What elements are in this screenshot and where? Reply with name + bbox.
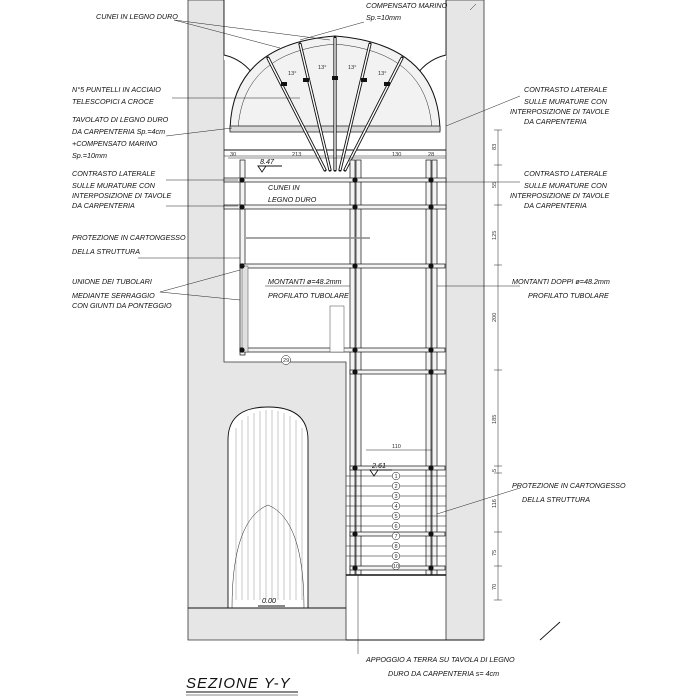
dim-v-8: 75: [492, 550, 498, 556]
dimension-lines: [228, 130, 499, 600]
label-contrasto-right-top-3: INTERPOSIZIONE DI TAVOLE: [510, 107, 610, 116]
step-7: 7: [394, 534, 397, 540]
vertical-dimensions: 83 55 125 200 185 5 116 75 70: [492, 144, 498, 590]
label-unione-1: UNIONE DEI TUBOLARI: [72, 277, 152, 286]
step-10: 10: [393, 564, 399, 570]
node-number: 29: [283, 358, 289, 364]
label-contrasto-right-mid-3: INTERPOSIZIONE DI TAVOLE: [510, 191, 610, 200]
elevation-values: 8.47 2.61 0.00: [260, 157, 386, 605]
label-protezione-right-2: DELLA STRUTTURA: [522, 495, 590, 504]
drawing-title: SEZIONE Y-Y: [186, 675, 291, 692]
label-contrasto-right-top-2: SULLE MURATURE CON: [524, 97, 608, 106]
label-appoggio-1: APPOGGIO A TERRA SU TAVOLA DI LEGNO: [365, 655, 515, 664]
label-tavolato-3: +COMPENSATO MARINO: [72, 139, 158, 148]
label-puntelli-1: N°5 PUNTELLI IN ACCIAIO: [72, 85, 161, 94]
dim-h-3: 130: [392, 152, 401, 158]
angle-3: 13°: [348, 65, 356, 71]
step-4: 4: [394, 504, 397, 510]
step-3: 3: [394, 494, 397, 500]
horizontal-dimensions: 30 213 130 28 110: [230, 152, 434, 450]
scaffold-joints: [239, 177, 434, 571]
label-puntelli-2: TELESCOPICI A CROCE: [72, 97, 154, 106]
label-contrasto-left-2: SULLE MURATURE CON: [72, 181, 156, 190]
dim-v-6: 5: [492, 469, 498, 472]
step-numbers: 1 2 3 4 5 6 7 8 9 10: [393, 474, 399, 570]
label-contrasto-right-top-1: CONTRASTO LATERALE: [524, 85, 607, 94]
dim-v-9: 70: [492, 584, 498, 590]
elevation-top: 8.47: [260, 157, 275, 166]
label-tavolato-1: TAVOLATO DI LEGNO DURO: [72, 115, 169, 124]
dim-v-5: 185: [492, 415, 498, 424]
elevation-ground: 0.00: [262, 596, 276, 605]
label-montanti-1: MONTANTI ø=48.2mm: [268, 277, 342, 286]
label-protezione-left-1: PROTEZIONE IN CARTONGESSO: [72, 233, 186, 242]
label-montanti-doppi-2: PROFILATO TUBOLARE: [528, 291, 609, 300]
dim-v-4: 200: [492, 313, 498, 322]
label-contrasto-right-mid-1: CONTRASTO LATERALE: [524, 169, 607, 178]
dim-h-1: 30: [230, 152, 236, 158]
annotations: CUNEI IN LEGNO DURO COMPENSATO MARINO Sp…: [72, 1, 626, 696]
node-circle: [281, 355, 291, 365]
label-compensato-1: COMPENSATO MARINO: [366, 1, 448, 10]
dim-h-2: 213: [292, 152, 301, 158]
label-cunei-mid-1: CUNEI IN: [268, 183, 300, 192]
elevation-mid: 2.61: [371, 461, 386, 470]
label-protezione-left-2: DELLA STRUTTURA: [72, 247, 140, 256]
step-8: 8: [394, 544, 397, 550]
dim-v-3: 125: [492, 231, 498, 240]
label-cunei-top: CUNEI IN LEGNO DURO: [96, 12, 178, 21]
step-6: 6: [394, 524, 397, 530]
label-contrasto-right-mid-2: SULLE MURATURE CON: [524, 181, 608, 190]
label-unione-2: MEDIANTE SERRAGGIO: [72, 291, 155, 300]
leader-lines: [138, 19, 521, 654]
angle-labels: 13° 13° 13° 13°: [288, 65, 386, 77]
dim-v-1: 83: [492, 144, 498, 150]
dim-v-7: 116: [492, 499, 498, 508]
dim-h-4: 28: [428, 152, 434, 158]
label-contrasto-left-1: CONTRASTO LATERALE: [72, 169, 155, 178]
label-contrasto-left-4: DA CARPENTERIA: [72, 201, 135, 210]
angle-4: 13°: [378, 71, 386, 77]
dim-v-2: 55: [492, 182, 498, 188]
label-tavolato-4: Sp.=10mm: [72, 151, 107, 160]
label-cunei-mid-2: LEGNO DURO: [268, 195, 317, 204]
elevation-markers: [257, 165, 392, 607]
label-contrasto-right-top-4: DA CARPENTERIA: [524, 117, 587, 126]
cut-mark: [539, 621, 561, 641]
step-circles: [391, 471, 401, 571]
label-contrasto-left-3: INTERPOSIZIONE DI TAVOLE: [72, 191, 172, 200]
step-5: 5: [394, 514, 397, 520]
label-appoggio-2: DURO DA CARPENTERIA s= 4cm: [388, 669, 499, 678]
angle-1: 13°: [288, 71, 296, 77]
plasterboard: [241, 237, 370, 353]
label-contrasto-right-mid-4: DA CARPENTERIA: [524, 201, 587, 210]
label-compensato-2: Sp.=10mm: [366, 13, 401, 22]
label-montanti-2: PROFILATO TUBOLARE: [268, 291, 349, 300]
angle-2: 13°: [318, 65, 326, 71]
label-tavolato-2: DA CARPENTERIA Sp.=4cm: [72, 127, 165, 136]
masonry-walls: [187, 0, 485, 641]
label-protezione-right-1: PROTEZIONE IN CARTONGESSO: [512, 481, 626, 490]
label-montanti-doppi-1: MONTANTI DOPPI ø=48.2mm: [512, 277, 610, 286]
step-2: 2: [394, 484, 397, 490]
step-9: 9: [394, 554, 397, 560]
step-1: 1: [394, 474, 397, 480]
label-unione-3: CON GIUNTI DA PONTEGGIO: [72, 301, 172, 310]
prop-clamps: [281, 76, 390, 86]
dimension-ticks: [494, 129, 502, 601]
dim-h-5: 110: [392, 444, 401, 450]
